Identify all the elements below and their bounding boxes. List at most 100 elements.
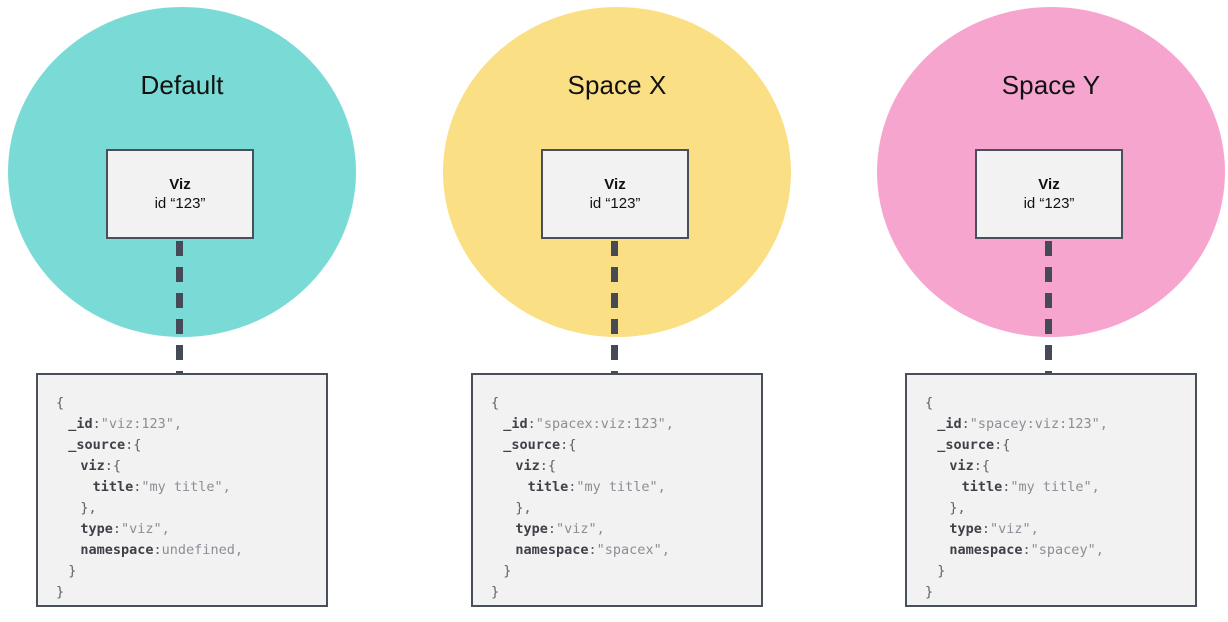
space-title-default: Default bbox=[140, 70, 224, 100]
code-key-title: title bbox=[92, 479, 134, 495]
code-comma: , bbox=[665, 416, 674, 432]
code-comma: , bbox=[661, 542, 670, 558]
code-colon: : bbox=[588, 542, 597, 558]
viz-node-type-label: Viz bbox=[1038, 175, 1060, 193]
code-open-brace: { bbox=[925, 395, 934, 411]
code-key-viz: viz bbox=[80, 458, 105, 474]
code-key-source: _source bbox=[503, 437, 561, 453]
code-colon: : bbox=[981, 521, 991, 537]
code-value-id: "viz:123" bbox=[100, 416, 174, 432]
code-close-brace: } bbox=[56, 584, 65, 600]
space-title-spacex: Space X bbox=[567, 70, 667, 100]
code-value-id: "spacey:viz:123" bbox=[969, 416, 1100, 432]
code-open-brace: { bbox=[1002, 437, 1011, 453]
viz-node-type-label: Viz bbox=[604, 175, 626, 193]
space-title-spacey: Space Y bbox=[1001, 70, 1101, 100]
code-comma: , bbox=[1030, 521, 1039, 537]
code-open-brace: { bbox=[56, 395, 65, 411]
code-comma: , bbox=[222, 479, 231, 495]
code-colon: : bbox=[527, 416, 536, 432]
code-inner-close: }, bbox=[515, 500, 532, 516]
code-inner-close: }, bbox=[80, 500, 97, 516]
code-open-brace: { bbox=[547, 458, 557, 474]
code-key-viz: viz bbox=[515, 458, 540, 474]
code-comma: , bbox=[596, 521, 605, 537]
code-key-title: title bbox=[527, 479, 569, 495]
code-inner-close: }, bbox=[949, 500, 966, 516]
code-colon: : bbox=[961, 416, 970, 432]
code-colon: : bbox=[125, 437, 134, 453]
code-colon: : bbox=[539, 458, 548, 474]
code-key-viz: viz bbox=[949, 458, 974, 474]
document-box-spacey: { _id:"spacey:viz:123", _source:{ viz:{ … bbox=[905, 373, 1197, 607]
code-value-type: "viz" bbox=[990, 521, 1031, 537]
code-comma: , bbox=[1095, 542, 1104, 558]
code-value-namespace: undefined bbox=[161, 542, 235, 558]
code-comma: , bbox=[657, 479, 666, 495]
code-key-namespace: namespace bbox=[80, 542, 154, 558]
viz-node-id-label: id “123” bbox=[589, 194, 641, 212]
code-colon: : bbox=[547, 521, 557, 537]
code-comma: , bbox=[1091, 479, 1100, 495]
code-colon: : bbox=[1002, 479, 1011, 495]
code-colon: : bbox=[560, 437, 569, 453]
viz-node-type-label: Viz bbox=[169, 175, 191, 193]
code-key-type: type bbox=[515, 521, 548, 537]
document-code-default: { _id:"viz:123", _source:{ viz:{ title:"… bbox=[56, 393, 326, 603]
code-colon: : bbox=[153, 542, 162, 558]
code-colon: : bbox=[994, 437, 1003, 453]
code-source-close: } bbox=[503, 563, 512, 579]
code-key-id: _id bbox=[68, 416, 93, 432]
code-colon: : bbox=[973, 458, 982, 474]
viz-node-default: Viz id “123” bbox=[106, 149, 254, 239]
code-comma: , bbox=[234, 542, 243, 558]
code-colon: : bbox=[1022, 542, 1031, 558]
code-comma: , bbox=[161, 521, 170, 537]
code-colon: : bbox=[568, 479, 577, 495]
code-value-title: "my title" bbox=[1010, 479, 1092, 495]
code-colon: : bbox=[104, 458, 113, 474]
code-open-brace: { bbox=[981, 458, 991, 474]
code-open-brace: { bbox=[133, 437, 142, 453]
viz-node-spacey: Viz id “123” bbox=[975, 149, 1123, 239]
document-code-spacey: { _id:"spacey:viz:123", _source:{ viz:{ … bbox=[925, 393, 1195, 603]
document-box-default: { _id:"viz:123", _source:{ viz:{ title:"… bbox=[36, 373, 328, 607]
viz-node-spacex: Viz id “123” bbox=[541, 149, 689, 239]
code-source-close: } bbox=[937, 563, 946, 579]
code-value-id: "spacex:viz:123" bbox=[535, 416, 666, 432]
code-source-close: } bbox=[68, 563, 77, 579]
space-column-spacey: Space Y Viz id “123” { _id:"spacey:viz:1… bbox=[877, 0, 1225, 622]
code-value-namespace: "spacey" bbox=[1030, 542, 1096, 558]
viz-node-id-label: id “123” bbox=[1023, 194, 1075, 212]
document-code-spacex: { _id:"spacex:viz:123", _source:{ viz:{ … bbox=[491, 393, 761, 603]
code-key-id: _id bbox=[937, 416, 962, 432]
code-value-type: "viz" bbox=[556, 521, 597, 537]
code-value-type: "viz" bbox=[121, 521, 162, 537]
connector-dashed-line-default bbox=[176, 241, 183, 375]
code-colon: : bbox=[133, 479, 142, 495]
code-open-brace: { bbox=[568, 437, 577, 453]
code-value-title: "my title" bbox=[576, 479, 658, 495]
code-key-source: _source bbox=[68, 437, 126, 453]
code-key-type: type bbox=[80, 521, 113, 537]
code-comma: , bbox=[173, 416, 183, 432]
code-close-brace: } bbox=[925, 584, 934, 600]
code-open-brace: { bbox=[112, 458, 122, 474]
space-column-spacex: Space X Viz id “123” { _id:"spacex:viz:1… bbox=[443, 0, 791, 622]
space-column-default: Default Viz id “123” { _id:"viz:123", _s… bbox=[8, 0, 356, 622]
code-open-brace: { bbox=[491, 395, 500, 411]
code-key-title: title bbox=[961, 479, 1003, 495]
code-colon: : bbox=[92, 416, 101, 432]
code-key-type: type bbox=[949, 521, 982, 537]
code-colon: : bbox=[112, 521, 122, 537]
code-comma: , bbox=[1099, 416, 1108, 432]
code-key-namespace: namespace bbox=[949, 542, 1023, 558]
code-key-namespace: namespace bbox=[515, 542, 589, 558]
connector-dashed-line-spacey bbox=[1045, 241, 1052, 375]
document-box-spacex: { _id:"spacex:viz:123", _source:{ viz:{ … bbox=[471, 373, 763, 607]
code-key-source: _source bbox=[937, 437, 995, 453]
connector-dashed-line-spacex bbox=[611, 241, 618, 375]
code-key-id: _id bbox=[503, 416, 528, 432]
code-value-title: "my title" bbox=[141, 479, 223, 495]
code-close-brace: } bbox=[491, 584, 500, 600]
